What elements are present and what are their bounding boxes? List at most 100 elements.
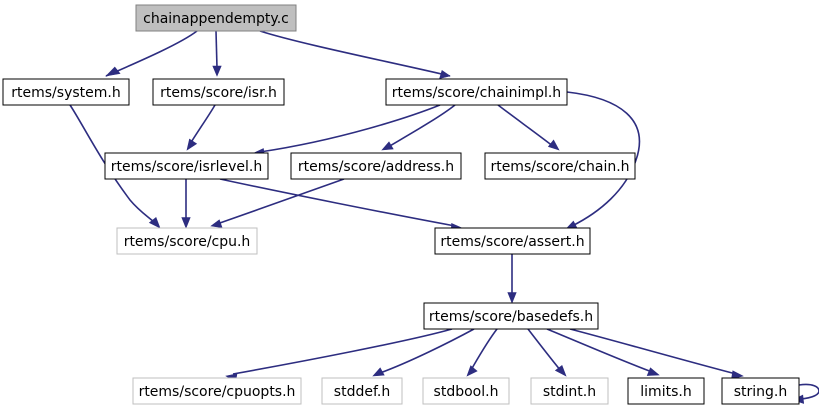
node-box[interactable] — [290, 152, 462, 180]
node-label: rtems/score/address.h — [298, 159, 454, 175]
node-box[interactable] — [423, 302, 599, 330]
edge-line — [569, 328, 737, 375]
node-label: rtems/system.h — [11, 85, 120, 101]
edge-line — [798, 383, 819, 400]
node-box — [132, 377, 302, 405]
arrowhead-icon — [372, 367, 385, 377]
arrowhead-icon — [381, 141, 394, 151]
edge-line — [259, 104, 441, 153]
arrowhead-icon — [439, 70, 451, 79]
node-label: rtems/score/chain.h — [490, 159, 629, 175]
arrowhead-icon — [547, 139, 560, 151]
edge-assert-to-basedefs — [507, 254, 517, 304]
arrowhead-icon — [186, 138, 198, 151]
node-label: chainappendempty.c — [143, 11, 289, 27]
node-label: stdbool.h — [434, 384, 499, 400]
arrowhead-icon — [646, 367, 660, 376]
node-chain[interactable]: rtems/score/chain.h — [484, 152, 636, 180]
node-label: rtems/score/basedefs.h — [429, 309, 593, 325]
node-label: rtems/score/isr.h — [160, 85, 277, 101]
node-label: stdint.h — [543, 384, 596, 400]
node-box[interactable] — [2, 78, 130, 106]
edge-basedefs-to-stddef — [372, 328, 475, 377]
edge-line — [470, 328, 498, 371]
edge-system-to-cpu — [69, 104, 161, 229]
node-box — [321, 377, 403, 405]
arrowhead-icon — [148, 217, 161, 229]
edge-chainimpl-to-chain — [497, 104, 560, 151]
node-system[interactable]: rtems/system.h — [2, 78, 130, 106]
nodes-layer: chainappendempty.c rtems/system.h rtems/sc… — [2, 4, 800, 405]
node-chainimpl[interactable]: rtems/score/chainimpl.h — [385, 78, 568, 106]
node-label: rtems/score/cpu.h — [124, 234, 251, 250]
edge-chainimpl-to-isrlevel — [253, 104, 441, 158]
edge-chainimpl-to-address — [381, 104, 456, 151]
node-box[interactable] — [385, 78, 568, 106]
node-box[interactable] — [152, 78, 285, 106]
edge-line — [232, 328, 453, 375]
node-box[interactable] — [135, 4, 297, 32]
node-stdint: stdint.h — [530, 377, 609, 405]
node-box[interactable] — [721, 377, 800, 405]
arrowhead-icon — [105, 66, 121, 77]
edge-line — [219, 178, 456, 227]
node-box[interactable] — [627, 377, 705, 405]
node-label: rtems/score/cpuopts.h — [139, 384, 296, 400]
edge-basedefs-to-stdint — [527, 328, 567, 377]
edge-chainappendempty-to-system — [105, 30, 198, 77]
arrowhead-icon — [554, 365, 567, 377]
node-label: rtems/score/assert.h — [440, 234, 584, 250]
node-label: stddef.h — [334, 384, 390, 400]
node-assert[interactable]: rtems/score/assert.h — [434, 227, 591, 255]
node-box — [530, 377, 609, 405]
node-cpuopts: rtems/score/cpuopts.h — [132, 377, 302, 405]
node-stdbool: stdbool.h — [422, 377, 510, 405]
edge-line — [527, 328, 562, 372]
edge-line — [216, 178, 345, 225]
node-box — [116, 227, 258, 255]
node-box[interactable] — [484, 152, 636, 180]
node-label: rtems/score/isrlevel.h — [111, 159, 262, 175]
edge-basedefs-to-limits — [546, 328, 660, 376]
edge-isr-to-isrlevel — [186, 104, 216, 151]
edge-basedefs-to-stdbool — [466, 328, 498, 377]
node-box — [422, 377, 510, 405]
node-label: string.h — [734, 384, 788, 400]
edge-basedefs-to-string — [569, 328, 744, 380]
node-limits[interactable]: limits.h — [627, 377, 705, 405]
edge-chainappendempty-to-chainimpl — [259, 30, 451, 79]
edge-basedefs-to-cpuopts — [225, 328, 453, 383]
node-address[interactable]: rtems/score/address.h — [290, 152, 462, 180]
edge-address-to-cpu — [210, 178, 345, 228]
edge-line — [189, 104, 216, 145]
node-box[interactable] — [104, 152, 269, 180]
edge-line — [566, 91, 641, 227]
node-string[interactable]: string.h — [721, 377, 800, 405]
node-cpu: rtems/score/cpu.h — [116, 227, 258, 255]
node-box[interactable] — [434, 227, 591, 255]
node-label: limits.h — [640, 384, 691, 400]
node-chainappendempty[interactable]: chainappendempty.c — [135, 4, 297, 32]
edge-line — [105, 30, 198, 77]
edge-line — [497, 104, 555, 148]
edge-line — [69, 104, 157, 225]
node-stddef: stddef.h — [321, 377, 403, 405]
edge-line — [387, 104, 456, 148]
edge-isrlevel-to-assert — [219, 178, 463, 233]
node-isr[interactable]: rtems/score/isr.h — [152, 78, 285, 106]
edge-isrlevel-to-cpu — [181, 179, 191, 229]
node-basedefs[interactable]: rtems/score/basedefs.h — [423, 302, 599, 330]
arrowhead-icon — [181, 217, 191, 229]
node-isrlevel[interactable]: rtems/score/isrlevel.h — [104, 152, 269, 180]
arrowhead-icon — [466, 365, 478, 377]
arrowhead-icon — [507, 292, 517, 304]
edge-chainappendempty-to-isr — [212, 30, 222, 77]
arrowhead-icon — [212, 65, 222, 77]
node-label: rtems/score/chainimpl.h — [392, 85, 561, 101]
edges-layer — [69, 30, 819, 404]
edge-line — [215, 30, 218, 69]
edge-line — [546, 328, 653, 373]
arrowhead-icon — [210, 219, 223, 228]
